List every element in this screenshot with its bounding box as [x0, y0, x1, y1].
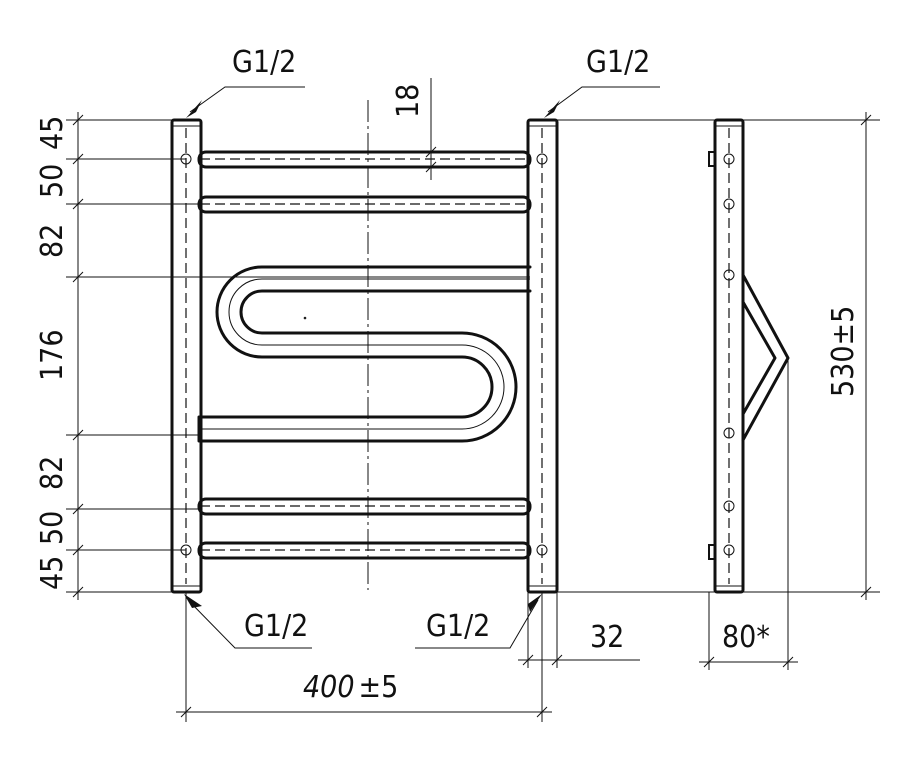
dim-530-label: 530±5: [826, 306, 861, 397]
dim-45-bottom-label: 45: [35, 556, 70, 590]
side-bracket-top: [708, 151, 716, 167]
thread-label-top-right: G1/2: [586, 45, 650, 80]
dim-400-tolerance: ±5: [359, 670, 399, 705]
front-view: [170, 100, 559, 594]
dim-80-label: 80*: [722, 620, 770, 655]
thread-label-bottom-right: G1/2: [426, 609, 490, 644]
dim-32-label: 32: [590, 620, 624, 655]
dim-45-top-label: 45: [35, 116, 70, 150]
crossbar-1: [197, 150, 532, 169]
dimension-labels: G1/2 G1/2 G1/2 G1/2 18 45 50 82 176 82 5…: [35, 45, 861, 705]
dim-82-top-label: 82: [35, 224, 70, 258]
dimensions: [66, 78, 880, 722]
dim-400-value: 400: [303, 670, 355, 705]
thread-label-top-left: G1/2: [232, 45, 296, 80]
crossbar-6: [197, 541, 532, 560]
dim-50-top-label: 50: [35, 164, 70, 198]
serpentine-coil-outer: [197, 265, 532, 443]
right-lower-port: [536, 544, 548, 556]
dim-82-bottom-label: 82: [35, 456, 70, 490]
side-coil-bend: [741, 273, 790, 442]
dim-400-label: 400±5: [303, 670, 398, 705]
crossbar-5: [197, 497, 532, 516]
dim-50-bottom-label: 50: [35, 511, 70, 545]
side-bracket-bottom: [708, 544, 716, 560]
right-upper-port: [536, 153, 548, 165]
dim-176-label: 176: [35, 329, 70, 381]
dim-18-label: 18: [391, 84, 426, 118]
side-view: [708, 118, 790, 594]
thread-label-bottom-left: G1/2: [244, 609, 308, 644]
